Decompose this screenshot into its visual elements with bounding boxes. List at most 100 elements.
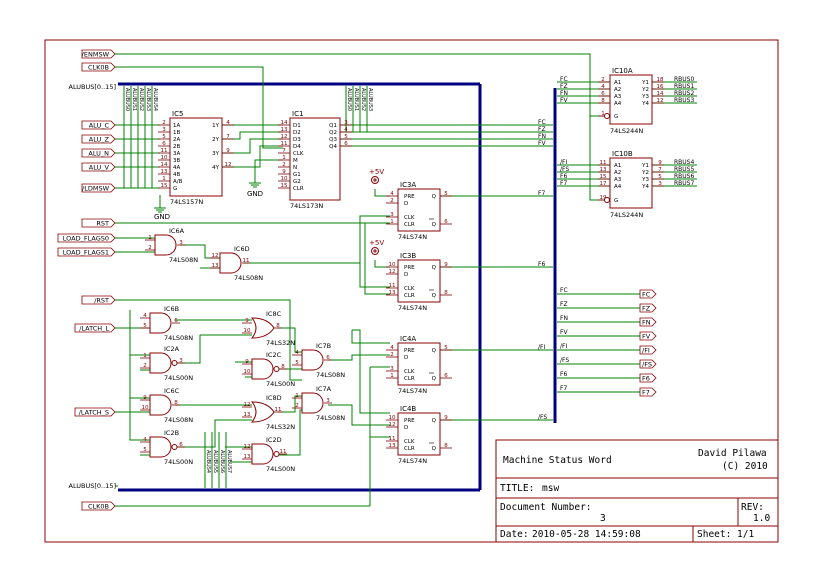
- pin-number: 1: [390, 373, 394, 379]
- pin-name: 2A: [173, 137, 180, 143]
- port-label: /LATCH_S: [79, 409, 109, 417]
- port-latch_l: /LATCH_L: [74, 323, 116, 333]
- port-label: CLK0B: [88, 64, 109, 72]
- port-flag: [639, 331, 657, 341]
- bus-tap-mid-label: ALUBUS3: [367, 88, 373, 111]
- sheet-value: 1/1: [737, 529, 754, 540]
- port-flag: [57, 233, 116, 243]
- pin-name: Y1: [641, 80, 649, 86]
- pin-name: CLK: [293, 151, 304, 157]
- net-label-out: FC: [560, 287, 568, 294]
- pin-number: 9: [245, 359, 249, 365]
- pin-number: 6: [344, 141, 348, 147]
- port-label: F7: [642, 389, 650, 397]
- pin-number: 2: [390, 198, 394, 204]
- pin-name: M: [293, 158, 298, 164]
- pin-number: 3: [179, 240, 183, 246]
- rev-label: REV:: [741, 502, 764, 513]
- pin-name: Q4: [329, 144, 337, 150]
- pin-number: 1: [143, 353, 147, 359]
- pin-number: 2: [162, 120, 166, 126]
- net-label-fv: FV: [538, 140, 546, 147]
- pin-number: 13: [389, 290, 396, 296]
- pin-number: 11: [161, 148, 168, 154]
- chip-body: [289, 117, 341, 201]
- chip-part: 74LS74N: [398, 304, 427, 312]
- chip-body: [169, 117, 223, 197]
- rbus-label: RBUS5: [674, 166, 694, 173]
- pin-name: Y4: [641, 184, 649, 190]
- gate-body: [149, 352, 172, 374]
- pin-number: 3: [658, 181, 662, 187]
- pin-number: 15: [161, 183, 168, 189]
- net-label-ic10-in: FN: [560, 90, 568, 97]
- pin-name: A2: [614, 170, 621, 176]
- port-label: LOAD_FLAGS0: [63, 235, 109, 243]
- pin-number: 4: [143, 313, 147, 319]
- port-flag: [57, 247, 116, 257]
- pin-number: 1: [148, 235, 152, 241]
- pin-name: 4Y: [212, 165, 219, 171]
- pin-number: 10: [389, 415, 396, 421]
- pin-number: 5: [143, 447, 147, 453]
- inversion-bubble: [171, 360, 178, 366]
- pin-number: 12: [281, 134, 288, 140]
- pin-number: 8: [444, 290, 448, 296]
- chip-body: [397, 259, 441, 303]
- pin-number: 3: [344, 120, 348, 126]
- bus-tap-top-label: ALUBUS3: [145, 88, 151, 111]
- pin-name: Q1: [329, 123, 337, 129]
- port-out-nfs: /FS: [639, 359, 657, 369]
- rbus-label: RBUS3: [674, 97, 694, 104]
- chip-body: [397, 342, 441, 386]
- chip-ref: IC1: [292, 110, 303, 118]
- pin-number: 14: [161, 162, 168, 168]
- gate-ref: IC2C: [266, 351, 282, 359]
- copyright: (C) 2010: [722, 461, 768, 472]
- pin-name: Q: [432, 222, 437, 228]
- gate-part: 74LS08N: [316, 414, 345, 422]
- pin-number: 4: [295, 350, 299, 356]
- pin-number: 11: [600, 160, 607, 166]
- docnum-label: Document Number:: [500, 502, 592, 513]
- pin-number: 16: [657, 84, 664, 90]
- pin-name: 2Y: [212, 137, 219, 143]
- pin-number: 4: [344, 127, 348, 133]
- pin-name: A1: [614, 163, 621, 169]
- pin-name: Y4: [641, 101, 649, 107]
- author: David Pilawa: [698, 448, 767, 459]
- pin-number: 6: [174, 318, 178, 324]
- gate-ref: IC7A: [316, 385, 332, 393]
- pin-name: 2B: [173, 144, 180, 150]
- port-flag: [639, 359, 657, 369]
- pin-name: G2: [293, 179, 301, 185]
- gate-part: 74LS32N: [266, 339, 295, 347]
- pin-number: 9: [143, 395, 147, 401]
- pin-number: 2: [143, 363, 147, 369]
- port-flag: [639, 387, 657, 397]
- pin-number: 10: [161, 155, 168, 161]
- gate-part: 74LS00N: [164, 374, 193, 382]
- gate-ref: IC6D: [234, 245, 250, 253]
- pin-number: 3: [162, 127, 166, 133]
- port-out-nfi: /FI: [639, 345, 657, 355]
- pin-number: 10: [244, 328, 251, 334]
- port-label: CLK0B: [88, 503, 109, 511]
- port-flag: [639, 373, 657, 383]
- port-label: F6: [642, 375, 650, 383]
- port-flag: [81, 148, 116, 158]
- pin-number: 5: [295, 360, 299, 366]
- pin-number: 2: [295, 403, 299, 409]
- gate-part: 74LS08N: [164, 334, 193, 342]
- net-label-out: /FI: [560, 343, 567, 350]
- net-label-ic10-in: /FI: [560, 159, 567, 166]
- chip-ref: IC10A: [612, 67, 633, 75]
- pin-name: 4A: [173, 165, 180, 171]
